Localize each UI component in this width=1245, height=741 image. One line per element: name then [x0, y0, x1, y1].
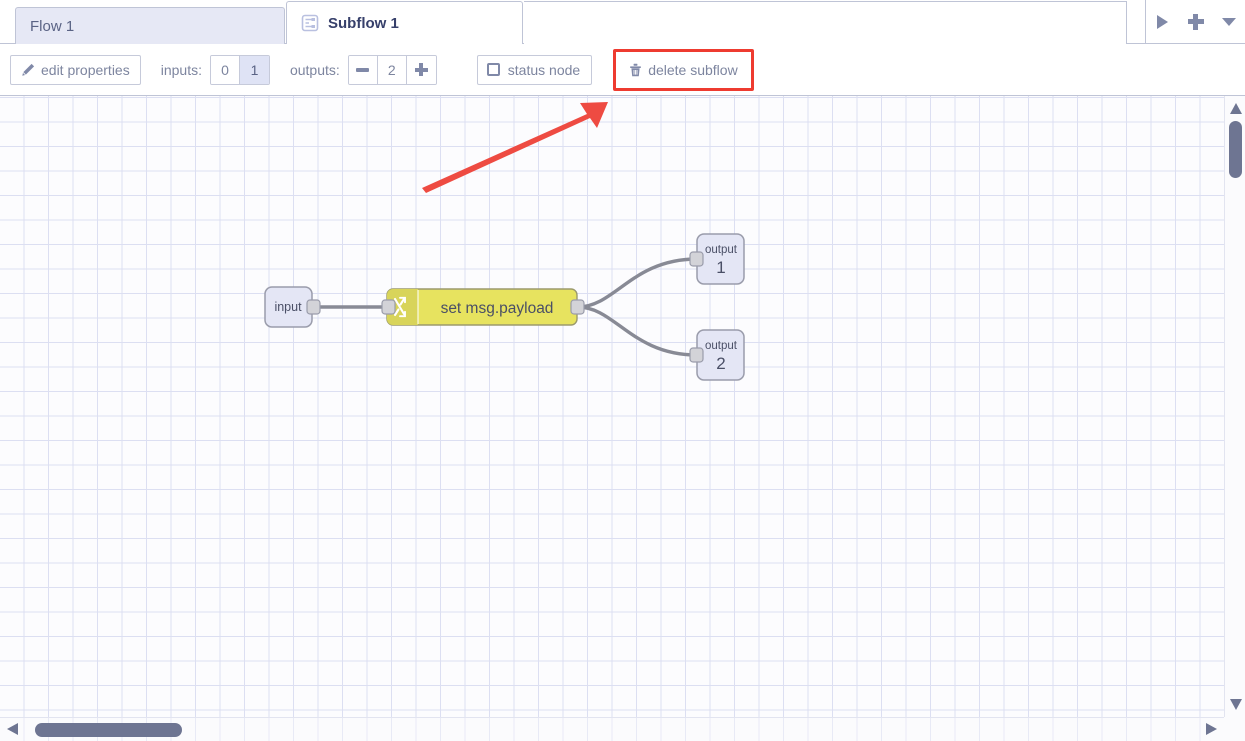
- subflow-input-port[interactable]: [306, 299, 321, 315]
- inputs-label: inputs:: [160, 61, 202, 78]
- outputs-value: 2: [377, 55, 407, 84]
- scroll-right-button[interactable]: [1206, 723, 1217, 735]
- subflow-toolbar: edit properties inputs: 0 1 outputs: 2 s…: [0, 44, 1245, 96]
- subflow-icon: [301, 14, 319, 32]
- change-node-input-port[interactable]: [381, 299, 396, 315]
- status-node-checkbox[interactable]: [486, 63, 500, 76]
- tab-menu-button[interactable]: [1217, 10, 1241, 34]
- delete-subflow-button[interactable]: delete subflow: [619, 54, 748, 85]
- triangle-right-icon: [1157, 14, 1168, 29]
- add-tab-button[interactable]: [1184, 10, 1208, 34]
- minus-icon: [356, 67, 370, 72]
- annotation-arrow: [422, 102, 608, 193]
- vertical-scrollbar-thumb[interactable]: [1229, 121, 1242, 178]
- tab-subflow-1-label: Subflow 1: [328, 14, 399, 32]
- tab-flow-1[interactable]: Flow 1: [15, 7, 285, 44]
- node-change[interactable]: set msg.payload: [381, 288, 585, 326]
- scroll-down-button[interactable]: [1230, 699, 1242, 710]
- subflow-output-2-label: output: [705, 340, 738, 352]
- edit-properties-label: edit properties: [41, 61, 130, 78]
- inputs-option-1[interactable]: 1: [239, 55, 269, 84]
- delete-subflow-highlight: delete subflow: [613, 48, 754, 91]
- flow-canvas[interactable]: input set msg.payload: [0, 96, 1224, 717]
- scroll-up-button[interactable]: [1230, 103, 1242, 114]
- tabs-strip: Flow 1 Subflow 1: [15, 0, 1127, 45]
- trash-icon: [629, 63, 642, 77]
- horizontal-scrollbar-thumb[interactable]: [35, 723, 182, 737]
- tab-bar-filler: [524, 1, 1127, 44]
- scrollbar-corner: [1224, 717, 1245, 741]
- tab-subflow-1[interactable]: Subflow 1: [286, 1, 523, 45]
- delete-subflow-label: delete subflow: [648, 61, 738, 78]
- wire-change-to-output-1[interactable]: [576, 257, 699, 309]
- node-subflow-output-1[interactable]: output 1: [689, 233, 745, 285]
- node-subflow-input[interactable]: input: [264, 286, 321, 328]
- plus-icon: [1187, 13, 1204, 30]
- tab-controls: [1145, 0, 1245, 43]
- status-node-toggle[interactable]: status node: [476, 54, 593, 85]
- canvas-svg: input set msg.payload: [264, 102, 745, 381]
- subflow-output-1-port[interactable]: [689, 251, 704, 267]
- vertical-scrollbar[interactable]: [1224, 96, 1245, 717]
- node-subflow-output-2[interactable]: output 2: [689, 329, 745, 381]
- outputs-increment-button[interactable]: [406, 55, 436, 84]
- outputs-label: outputs:: [289, 61, 340, 78]
- status-node-label: status node: [507, 61, 581, 78]
- horizontal-scrollbar[interactable]: [0, 717, 1224, 741]
- change-node-output-port[interactable]: [570, 299, 585, 315]
- scroll-left-button[interactable]: [7, 723, 18, 735]
- plus-icon: [414, 63, 428, 76]
- inputs-selector[interactable]: 0 1: [209, 54, 270, 85]
- tab-bar: Flow 1 Subflow 1: [0, 0, 1245, 45]
- scrollbar-grid-ticks: [0, 718, 1224, 741]
- outputs-decrement-button[interactable]: [348, 55, 378, 84]
- scroll-tabs-right-button[interactable]: [1151, 10, 1175, 34]
- edit-properties-button[interactable]: edit properties: [10, 54, 141, 85]
- outputs-stepper: 2: [347, 54, 437, 85]
- tab-flow-1-label: Flow 1: [30, 17, 75, 35]
- change-swap-icon: [393, 296, 406, 318]
- subflow-output-1-index: 1: [716, 258, 725, 277]
- change-node-label: set msg.payload: [441, 300, 554, 317]
- subflow-output-2-index: 2: [716, 354, 725, 373]
- pencil-icon: [21, 63, 35, 77]
- inputs-option-0[interactable]: 0: [210, 55, 240, 84]
- chevron-down-icon: [1221, 17, 1236, 26]
- subflow-output-2-port[interactable]: [689, 347, 704, 363]
- wire-change-to-output-2[interactable]: [576, 305, 699, 357]
- subflow-input-label: input: [274, 300, 302, 314]
- subflow-output-1-label: output: [705, 244, 738, 256]
